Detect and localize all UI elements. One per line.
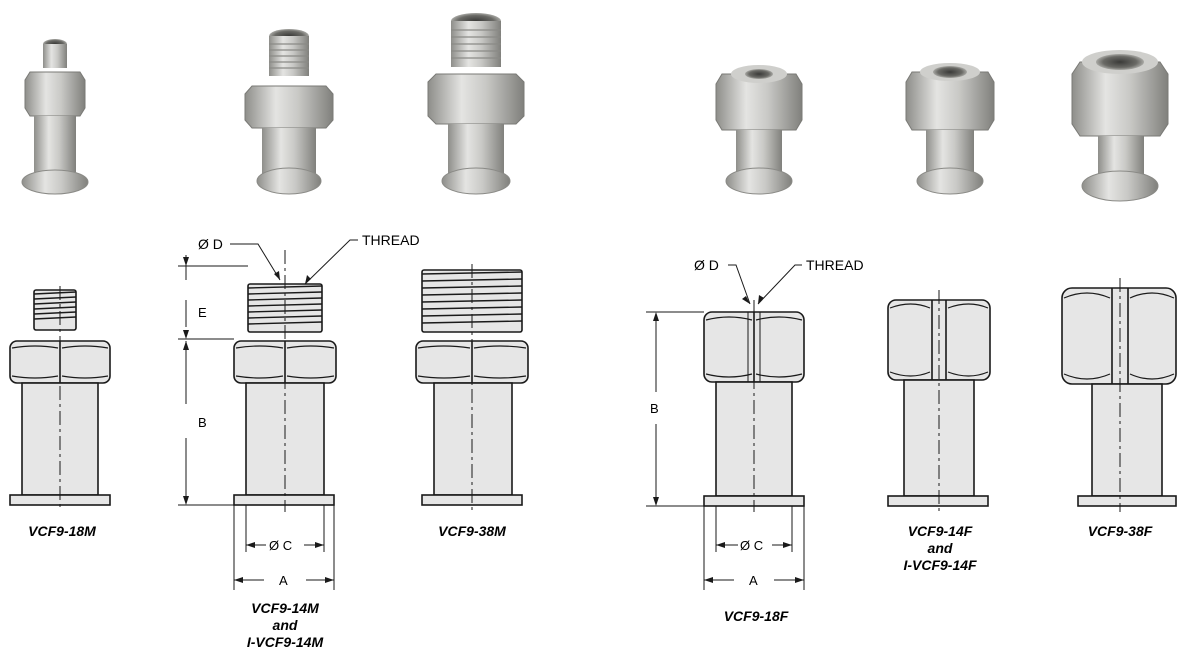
drawing-vcf9-18f (703, 300, 805, 512)
drawing-vcf9-18m (9, 286, 111, 510)
drawing-vcf9-14f (887, 290, 991, 512)
dim-label-a-female: A (749, 573, 758, 588)
dim-label-c-male: Ø C (269, 538, 292, 553)
caption-line: I-VCF9-14F (903, 557, 977, 573)
caption-vcf9-38f: VCF9-38F (1088, 523, 1153, 540)
caption-line: I-VCF9-14M (246, 634, 324, 650)
caption-line: VCF9-38F (1087, 523, 1153, 539)
caption-line: VCF9-18F (723, 608, 789, 624)
caption-vcf9-18m: VCF9-18M (28, 523, 96, 540)
drawing-vcf9-38f (1061, 278, 1177, 512)
drawing-vcf9-38m (415, 264, 529, 512)
dim-label-e: E (198, 305, 207, 320)
dimensions-male (178, 239, 358, 590)
caption-line: VCF9-18M (28, 523, 96, 539)
photo-vcf9-38f (1071, 50, 1169, 202)
dim-label-b-male: B (198, 415, 207, 430)
caption-vcf9-18f: VCF9-18F (724, 608, 789, 625)
caption-vcf9-14m: VCF9-14M and I-VCF9-14M (247, 600, 323, 651)
photo-vcf9-18f (715, 65, 803, 195)
dimension-arrows-male (183, 257, 334, 583)
dim-label-a-male: A (279, 573, 288, 588)
dim-label-thread-female: THREAD (806, 257, 864, 273)
dimensions-female (646, 264, 805, 590)
photo-vcf9-14m (244, 29, 334, 195)
photo-vcf9-38m (427, 13, 525, 195)
caption-line: VCF9-14F (907, 523, 973, 539)
photo-vcf9-14f (905, 63, 995, 195)
caption-line: and (272, 617, 298, 633)
caption-line: VCF9-14M (251, 600, 319, 616)
dim-label-d-male: Ø D (198, 236, 223, 252)
dimension-arrows-female (653, 295, 804, 583)
caption-line: VCF9-38M (438, 523, 506, 539)
photo-vcf9-18m (21, 39, 89, 195)
dim-label-d-female: Ø D (694, 257, 719, 273)
caption-line: and (927, 540, 953, 556)
dim-label-thread-male: THREAD (362, 232, 420, 248)
caption-vcf9-38m: VCF9-38M (438, 523, 506, 540)
caption-vcf9-14f: VCF9-14F and I-VCF9-14F (903, 523, 976, 574)
drawing-vcf9-14m (233, 250, 337, 512)
dim-label-b-female: B (650, 401, 659, 416)
dim-label-c-female: Ø C (740, 538, 763, 553)
